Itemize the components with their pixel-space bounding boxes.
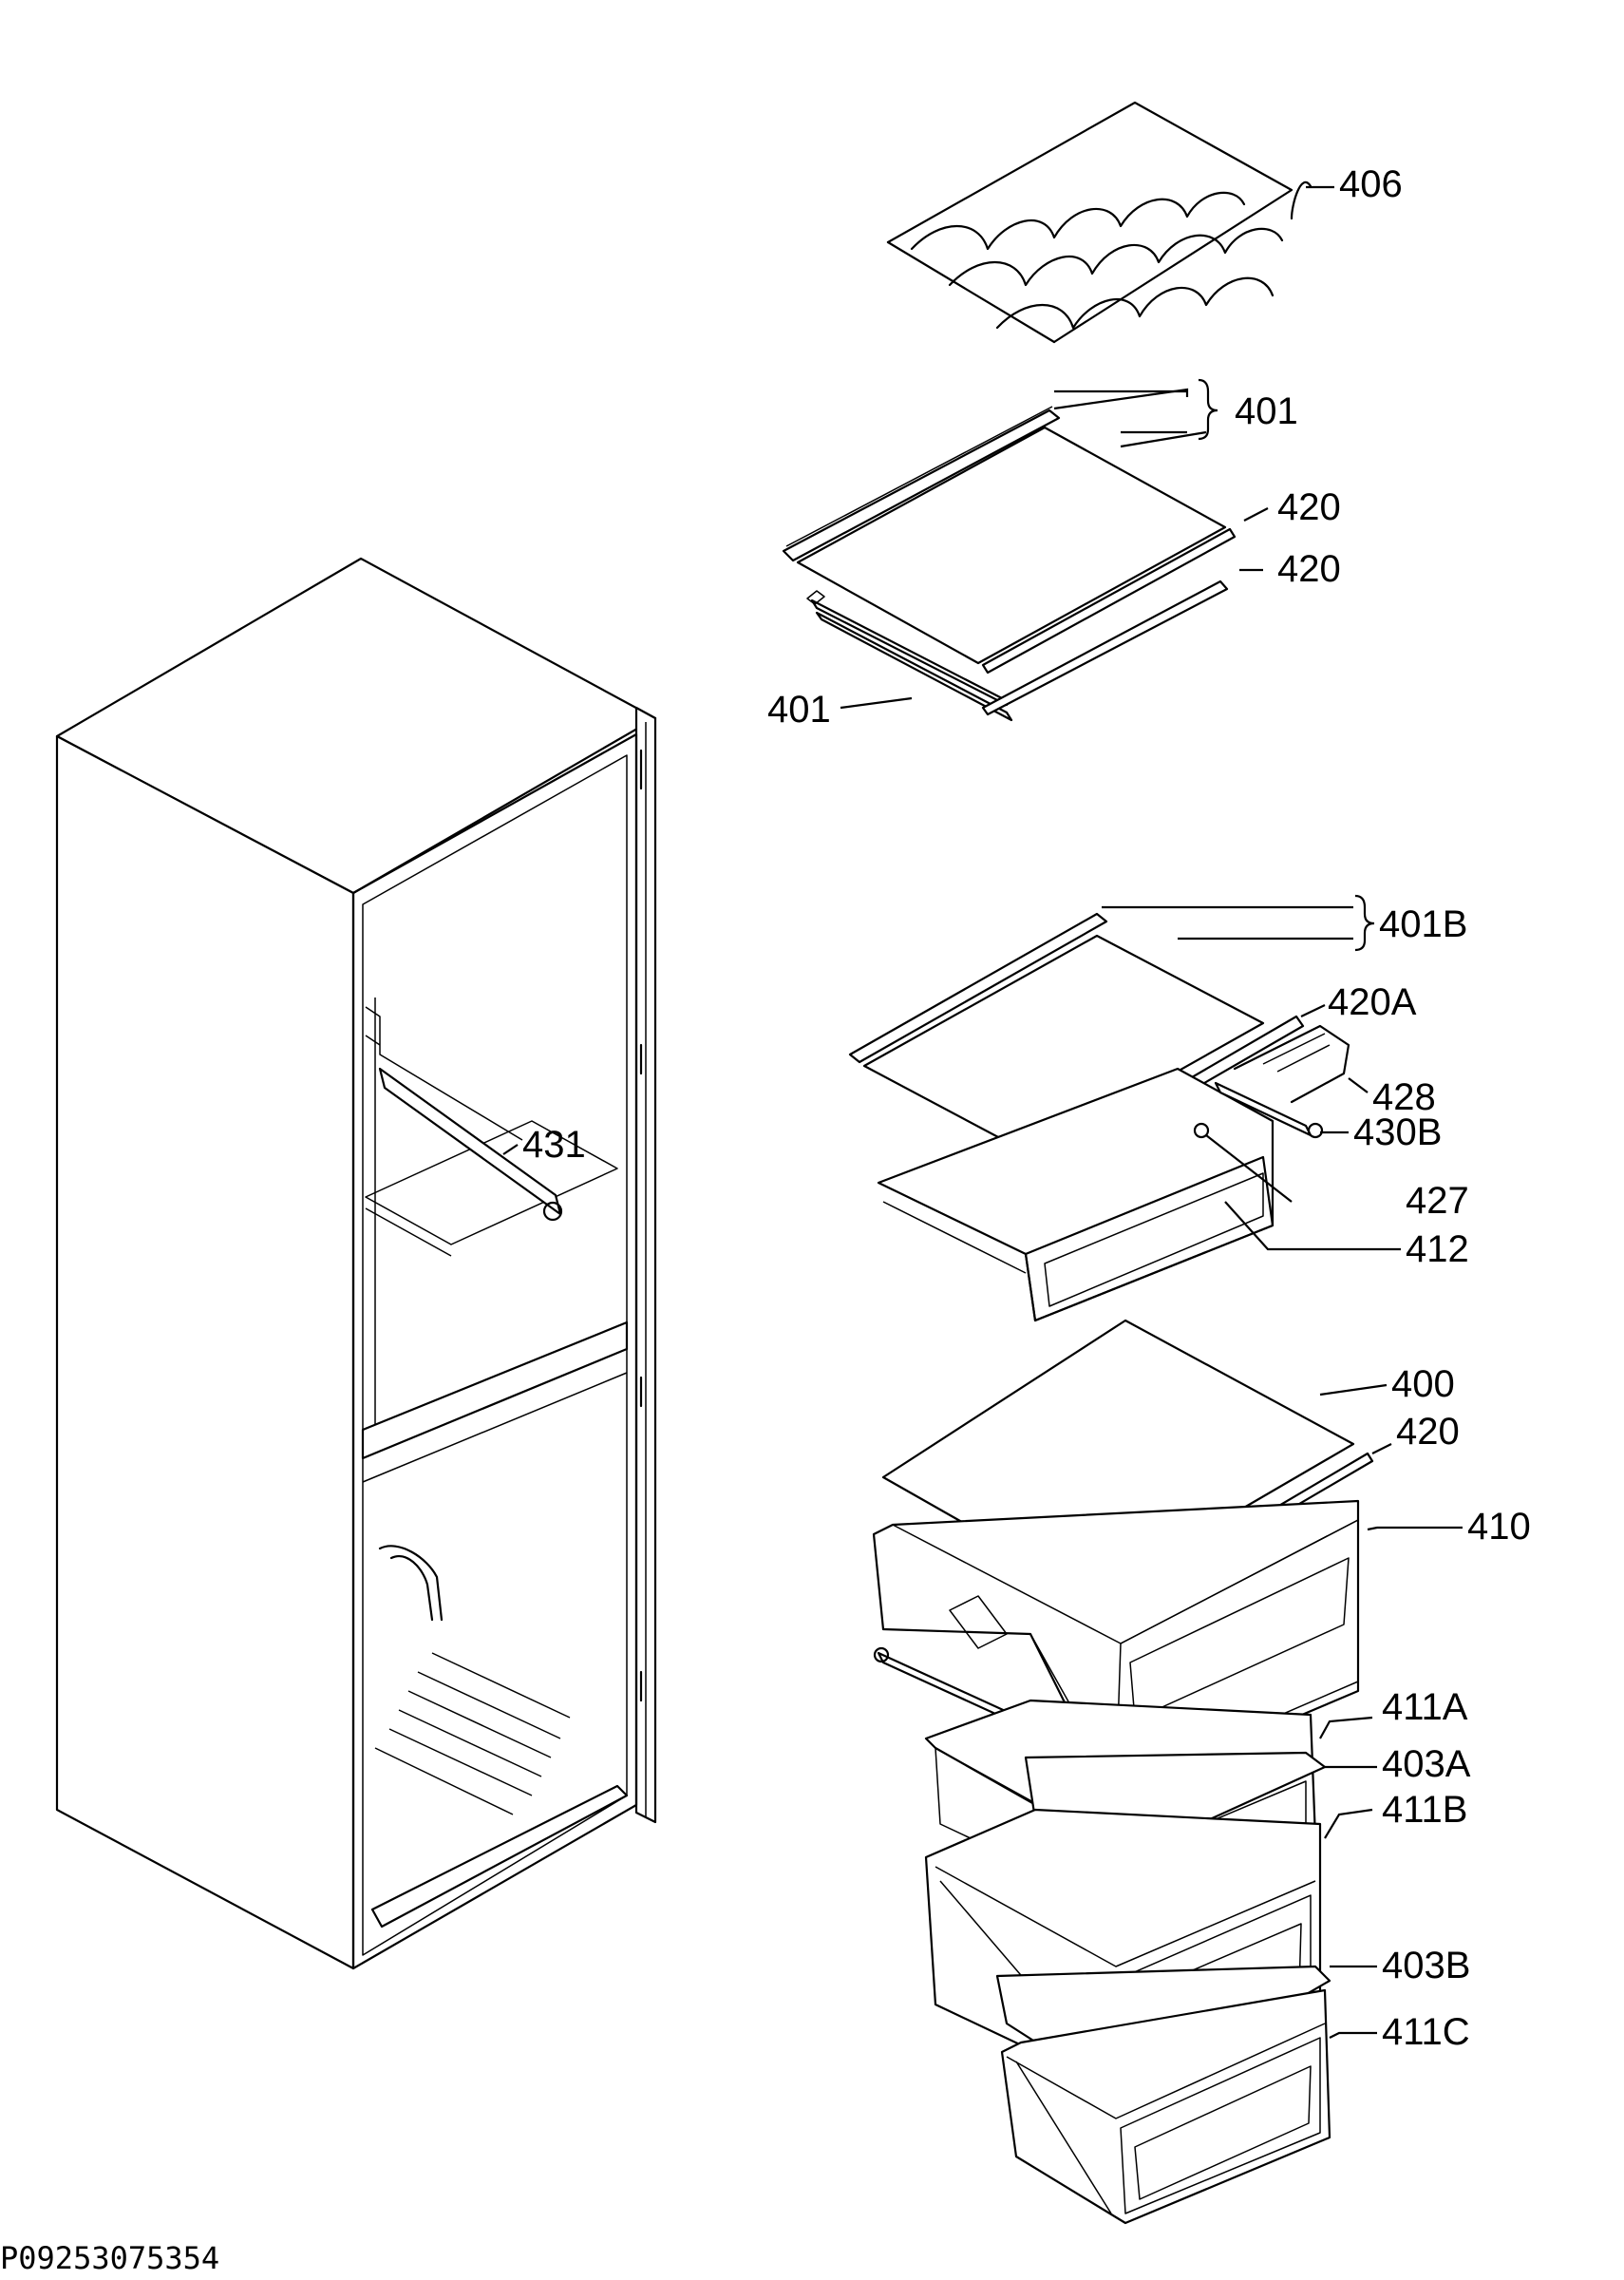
shelf-drawer-412 bbox=[848, 912, 1350, 1322]
callout-412: 412 bbox=[1406, 1228, 1469, 1270]
callout-406: 406 bbox=[1339, 163, 1403, 205]
callout-403B: 403B bbox=[1382, 1945, 1470, 1986]
callout-401-left: 401 bbox=[767, 689, 831, 731]
callout-420-b: 420 bbox=[1277, 548, 1341, 590]
callout-420A: 420A bbox=[1328, 981, 1417, 1023]
drawer-411C bbox=[1000, 1988, 1331, 2225]
callout-411A: 411A bbox=[1382, 1686, 1468, 1728]
callout-labels: 406 401 420 420 401 401B 420A 428 430B 4… bbox=[522, 163, 1531, 2053]
callout-411B: 411B bbox=[1382, 1789, 1467, 1831]
callout-430B: 430B bbox=[1353, 1112, 1442, 1153]
document-id: P09253075354 bbox=[0, 2240, 219, 2276]
fridge-cabinet bbox=[55, 557, 657, 1970]
callout-427: 427 bbox=[1406, 1180, 1469, 1222]
callout-420-a: 420 bbox=[1277, 486, 1341, 528]
callout-401B: 401B bbox=[1379, 903, 1467, 945]
callout-428: 428 bbox=[1372, 1076, 1436, 1118]
glass-shelf-401 bbox=[782, 406, 1237, 722]
wine-rack-406 bbox=[886, 101, 1312, 344]
callout-411C: 411C bbox=[1382, 2011, 1470, 2053]
callout-401-top: 401 bbox=[1235, 390, 1298, 432]
callout-400: 400 bbox=[1391, 1363, 1455, 1405]
callout-410: 410 bbox=[1467, 1506, 1531, 1548]
callout-403A: 403A bbox=[1382, 1743, 1471, 1785]
leader-lines bbox=[502, 185, 1463, 2039]
callout-431: 431 bbox=[522, 1124, 586, 1166]
callout-420-c: 420 bbox=[1396, 1411, 1460, 1453]
